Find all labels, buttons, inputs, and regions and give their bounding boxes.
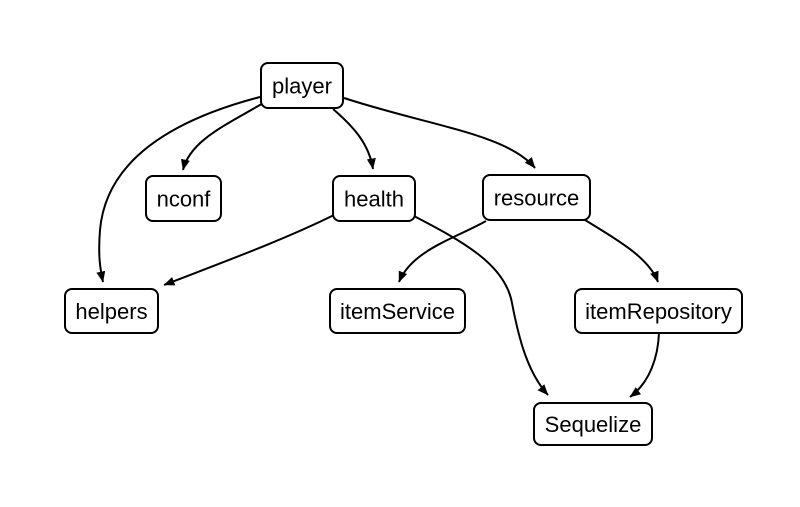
edge-resource-itemRepository: [584, 219, 659, 283]
node-nconf: nconf: [145, 175, 222, 222]
node-helpers: helpers: [64, 288, 159, 334]
edge-player-health: [332, 108, 376, 170]
node-label-resource: resource: [494, 185, 580, 210]
edge-health-helpers: [163, 213, 337, 286]
edge-itemRepository-Sequelize: [629, 332, 660, 398]
edge-player-resource: [343, 97, 536, 169]
node-resource: resource: [482, 174, 591, 221]
node-label-helpers: helpers: [75, 299, 147, 324]
edges-layer: [96, 96, 660, 398]
node-box-nconf: [145, 175, 222, 222]
node-label-health: health: [344, 186, 404, 211]
node-box-player: [260, 62, 344, 109]
node-label-player: player: [272, 73, 332, 98]
node-Sequelize: Sequelize: [533, 402, 653, 446]
node-itemRepository: itemRepository: [574, 288, 743, 334]
node-box-itemRepository: [574, 288, 743, 334]
node-box-Sequelize: [533, 402, 653, 446]
edge-resource-itemService: [398, 220, 487, 283]
node-itemService: itemService: [329, 288, 466, 334]
node-label-Sequelize: Sequelize: [545, 412, 642, 437]
node-label-itemRepository: itemRepository: [585, 299, 732, 324]
node-label-nconf: nconf: [157, 186, 212, 211]
node-box-helpers: [64, 288, 159, 334]
edge-player-nconf: [181, 101, 266, 171]
edge-player-helpers: [96, 96, 261, 283]
node-box-health: [332, 175, 416, 222]
node-player: player: [260, 62, 344, 109]
node-label-itemService: itemService: [340, 299, 455, 324]
node-box-itemService: [329, 288, 466, 334]
node-box-resource: [482, 174, 591, 221]
nodes-layer: player nconf health resource helpers itemServ…: [64, 62, 743, 446]
node-health: health: [332, 175, 416, 222]
